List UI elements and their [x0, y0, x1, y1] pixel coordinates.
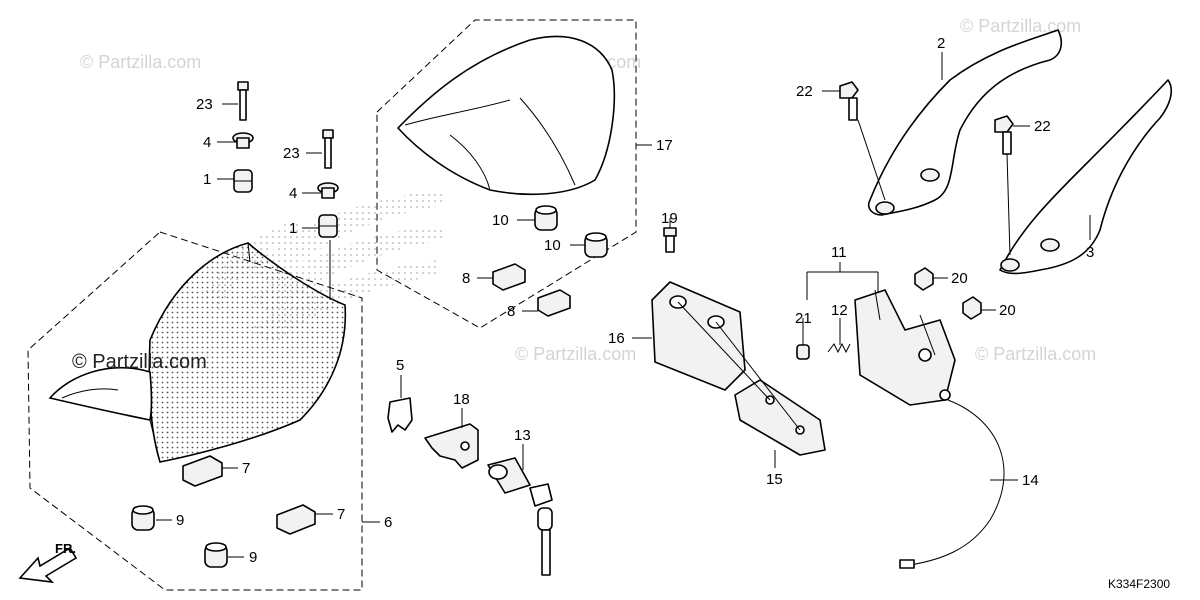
nut-20-a — [914, 267, 934, 291]
collar-21 — [796, 344, 810, 360]
callout-12: 12 — [831, 302, 848, 319]
callout-16: 16 — [608, 330, 625, 347]
cable-14 — [899, 389, 1005, 569]
callout-14: 14 — [1022, 472, 1039, 489]
callout-4: 4 — [203, 134, 211, 151]
callout-8: 8 — [507, 303, 515, 320]
callout-10: 10 — [492, 212, 509, 229]
cushion-9-a — [131, 505, 155, 531]
bolt-22-right — [994, 115, 1014, 155]
callout-7: 7 — [337, 506, 345, 523]
base-plate-15 — [734, 379, 826, 456]
seat-lock-11 — [854, 289, 956, 406]
rubber-1-left — [233, 169, 253, 193]
cushion-10-a — [534, 205, 558, 231]
front-arrow-label: FR. — [55, 541, 76, 556]
rubber-8-a — [492, 263, 526, 291]
callout-11: 11 — [831, 244, 847, 261]
cushion-10-b — [584, 232, 608, 258]
callout-23: 23 — [283, 145, 300, 162]
bolt-23-left — [237, 81, 249, 121]
callout-5: 5 — [396, 357, 404, 374]
watermark: © Partzilla.com — [975, 344, 1096, 364]
callout-18: 18 — [453, 391, 470, 408]
collar-4-left — [232, 132, 254, 149]
callout-22: 22 — [1034, 118, 1051, 135]
callout-10: 10 — [544, 237, 561, 254]
rubber-8-b — [537, 289, 571, 317]
nut-20-b — [962, 296, 982, 320]
watermark: © Partzilla.com — [80, 52, 201, 72]
pillion-seat-cowl — [397, 35, 616, 196]
seat-assembly — [48, 240, 347, 463]
grab-rail-3 — [999, 79, 1172, 275]
callout-1: 1 — [203, 171, 211, 188]
bracket-18 — [424, 423, 479, 469]
callout-2: 2 — [937, 35, 945, 52]
callout-9: 9 — [249, 549, 257, 566]
rubber-7-rear — [276, 504, 316, 535]
callout-6: 6 — [384, 514, 392, 531]
bolt-23-right — [322, 129, 334, 169]
clip-5 — [387, 397, 413, 433]
diagram-code: K334F2300 — [1108, 577, 1170, 591]
callout-23: 23 — [196, 96, 213, 113]
callout-13: 13 — [514, 427, 531, 444]
callouts: 23 4 1 23 4 1 7 7 9 9 6 17 10 10 8 8 5 1… — [176, 35, 1094, 566]
screw-19 — [663, 227, 677, 253]
front-arrow-icon — [18, 546, 78, 584]
callout-21: 21 — [795, 310, 812, 327]
watermark: © Partzilla.com — [960, 16, 1081, 36]
bolt-22-left — [839, 81, 859, 121]
watermark-overlay: © Partzilla.com — [72, 351, 207, 373]
group-outline-pillion-cowl — [376, 19, 637, 329]
callout-3: 3 — [1086, 244, 1094, 261]
rubber-1-right — [318, 214, 338, 238]
grab-rail-2 — [867, 29, 1063, 216]
spring-12 — [827, 342, 851, 354]
callout-7: 7 — [242, 460, 250, 477]
callout-17: 17 — [656, 137, 673, 154]
callout-1: 1 — [289, 220, 297, 237]
callout-9: 9 — [176, 512, 184, 529]
key-cylinder-13 — [487, 457, 553, 576]
callout-4: 4 — [289, 185, 297, 202]
watermark: © Partzilla.com — [515, 344, 636, 364]
leader-lines — [156, 52, 1091, 558]
callout-8: 8 — [462, 270, 470, 287]
callout-22: 22 — [796, 83, 813, 100]
callout-20: 20 — [951, 270, 968, 287]
cover-16 — [651, 281, 746, 391]
callout-19: 19 — [661, 210, 678, 227]
group-outline-seat — [27, 231, 363, 591]
callout-20: 20 — [999, 302, 1016, 319]
cushion-9-b — [204, 542, 228, 568]
rubber-7-front — [182, 455, 223, 487]
collar-4-right — [317, 182, 339, 199]
callout-15: 15 — [766, 471, 783, 488]
